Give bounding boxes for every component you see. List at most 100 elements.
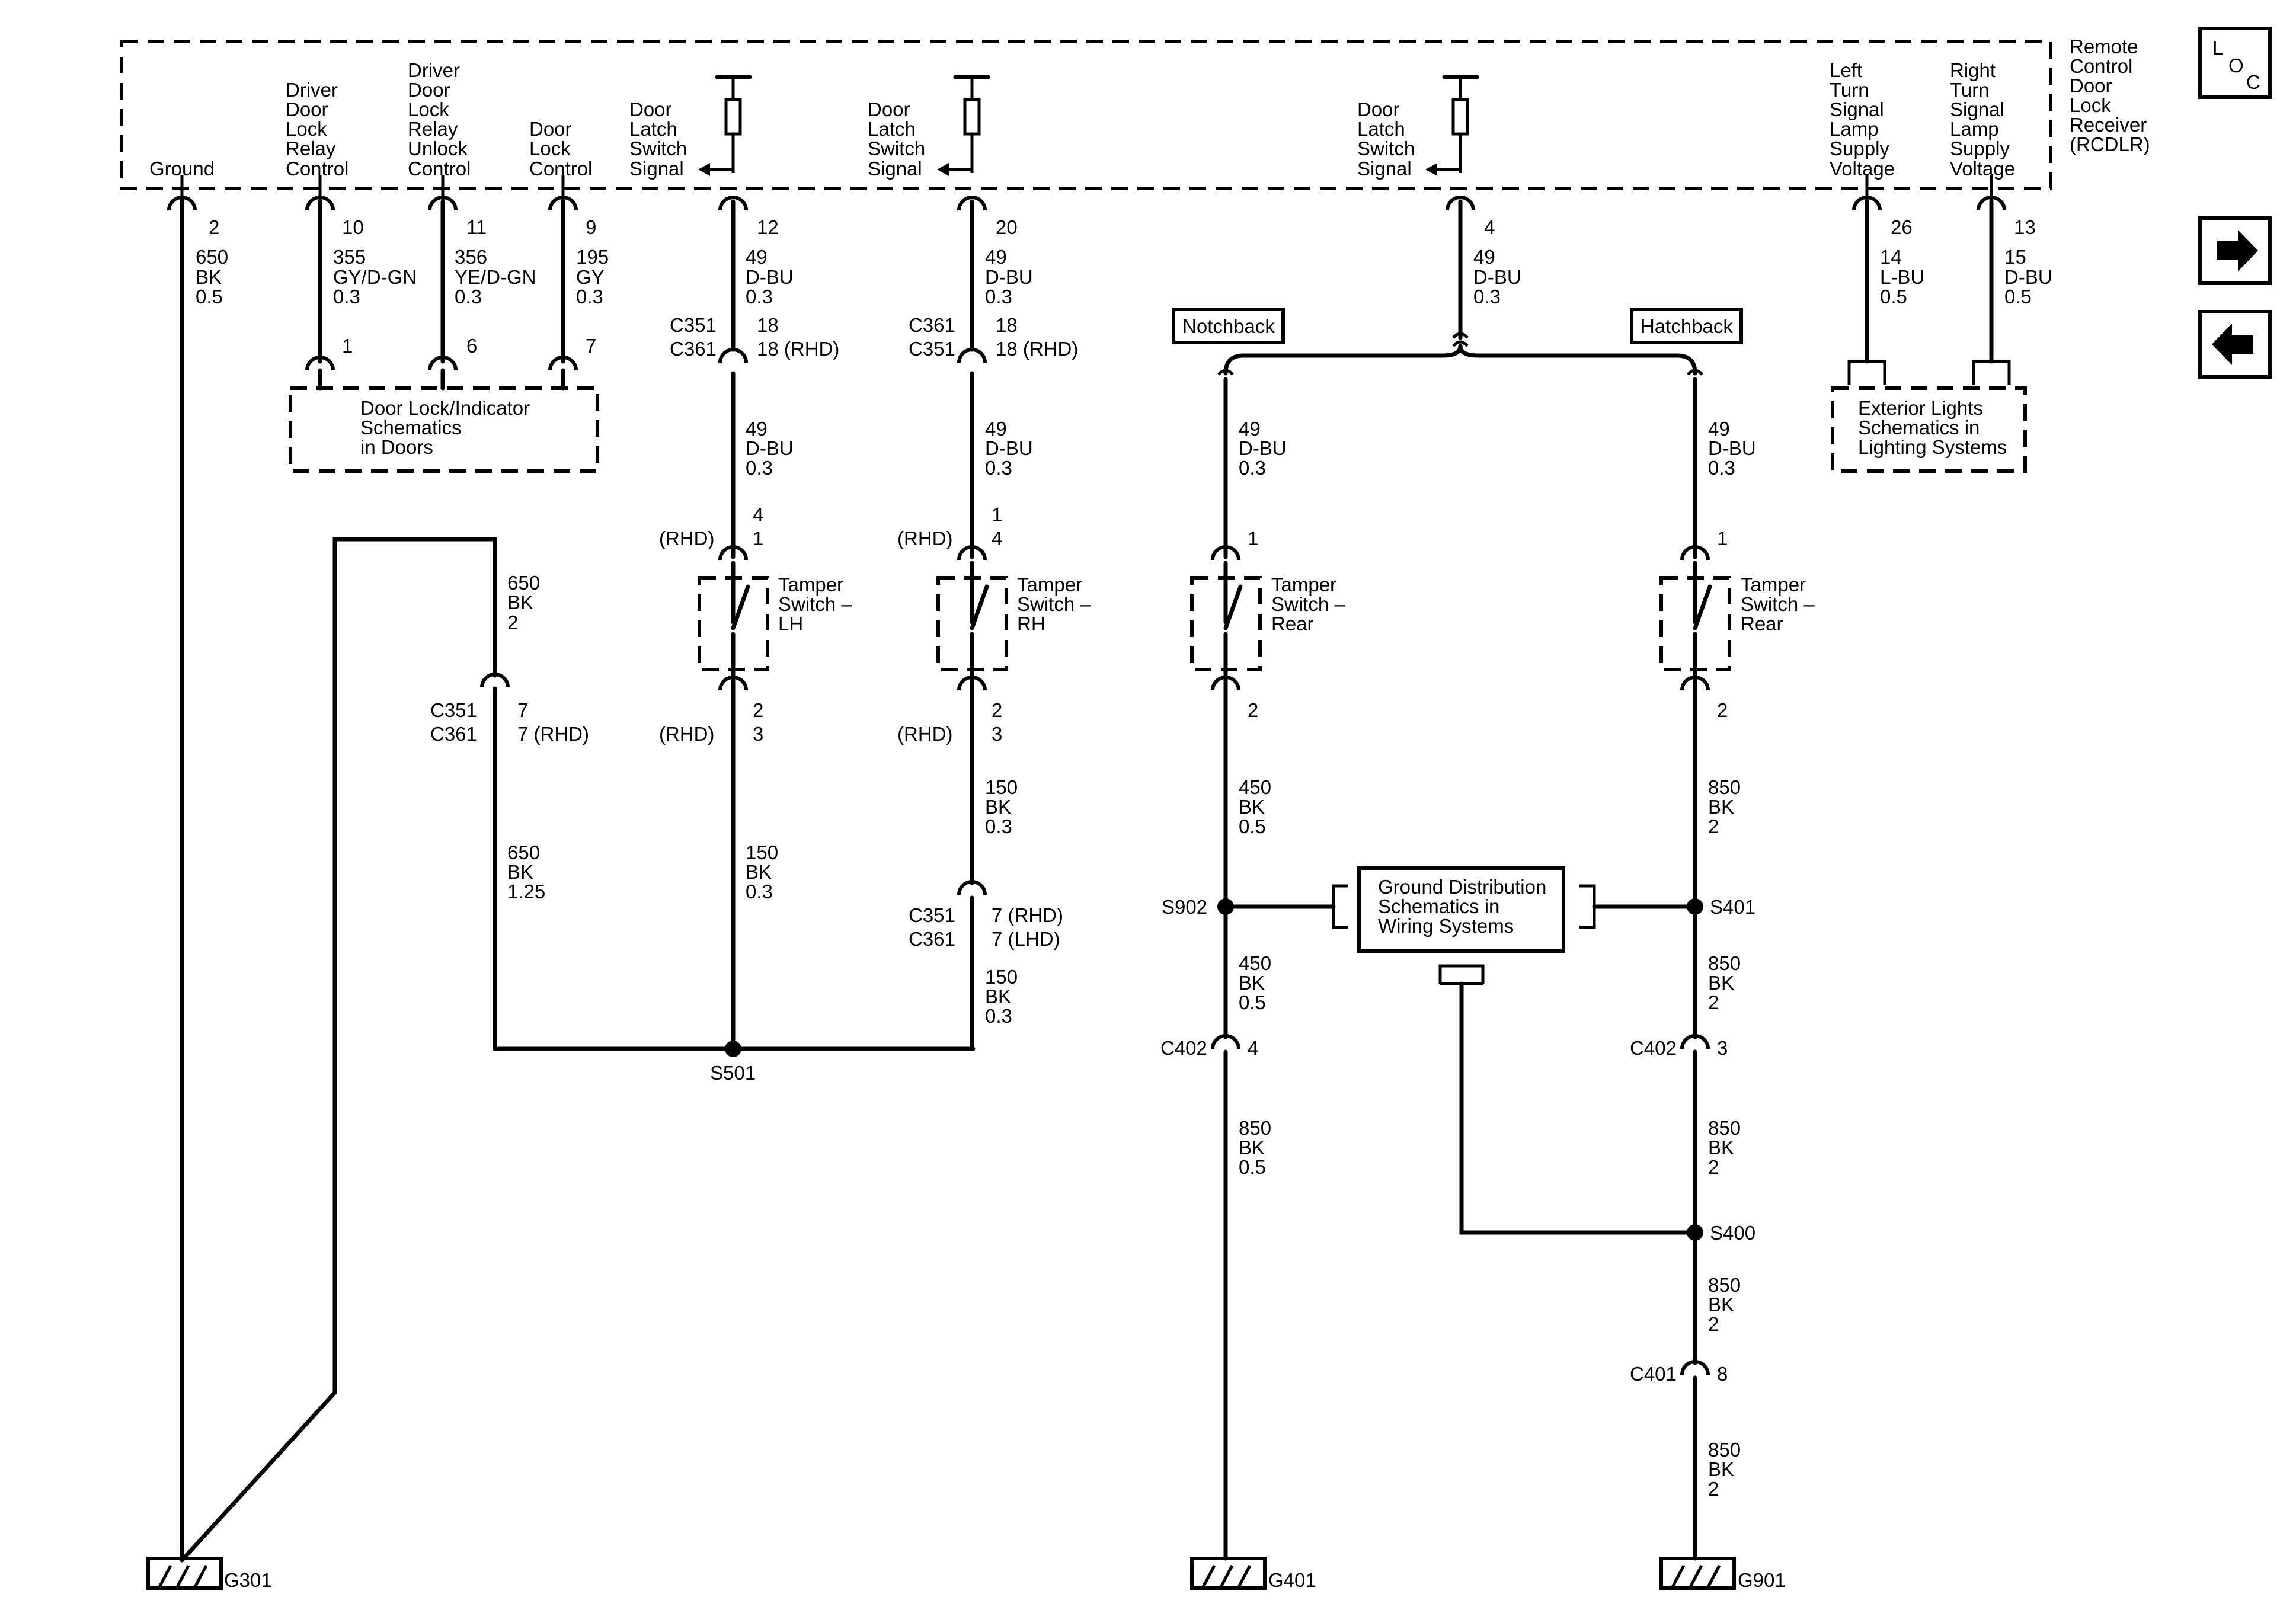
variant-label: (RHD): [659, 527, 714, 549]
module-name: Remote Control Door Lock Receiver (RCDLR…: [2070, 36, 2152, 155]
loc-button[interactable]: L O C: [2198, 27, 2272, 99]
wire-label: 850 BK 2: [1708, 1439, 1746, 1500]
pullup-resistor-rear: [1425, 75, 1479, 176]
pin-number: 2: [1248, 699, 1258, 721]
circuit-tamper-rh: 20 49 D-BU 0.3 C361 C351 18 18 (RHD) 49 …: [897, 197, 1096, 1051]
wire-label: 356 YE/D-GN 0.3: [455, 246, 542, 308]
variant-label: (RHD): [897, 527, 952, 549]
back-button[interactable]: [2198, 310, 2272, 379]
splice-label: S902: [1162, 896, 1207, 918]
connector-label: C402: [1630, 1037, 1677, 1059]
pin-number: 1: [1248, 527, 1258, 549]
wire-label: 150 BK 0.3: [985, 776, 1023, 837]
pin-label-latch-lh: Door Latch Switch Signal: [629, 98, 692, 180]
pin-number: 18 (RHD): [757, 338, 839, 360]
pin-label-relay-control: Driver Door Lock Relay Control: [286, 79, 348, 180]
wire-label: 14 L-BU 0.5: [1880, 246, 1930, 308]
wire-label: 650 BK 2: [507, 572, 545, 633]
rcdlr-module: Remote Control Door Lock Receiver (RCDLR…: [120, 36, 2152, 201]
pin-number: 4: [1248, 1037, 1258, 1059]
pin-label-latch-rear: Door Latch Switch Signal: [1357, 98, 1420, 180]
wire-label: 355 GY/D-GN 0.3: [333, 246, 422, 308]
exterior-lights-reference: Exterior Lights Schematics in Lighting S…: [1858, 397, 2007, 458]
splice-label: S400: [1710, 1222, 1755, 1244]
pin-number: 7 (RHD): [517, 723, 589, 745]
connector-label: C361: [670, 338, 717, 360]
branch-notchback: 49 D-BU 0.3 1 Tamper Switch – Rear 2 450…: [1160, 377, 1351, 1591]
tamper-label: Tamper Switch – RH: [1017, 574, 1096, 635]
circuit-door-lock: 10 11 9 355 GY/D-GN 0.3 356 YE/D-GN 0.3 …: [289, 197, 609, 473]
pin-number: 6: [466, 335, 477, 357]
pin-number: 26: [1891, 216, 1913, 238]
pin-number: 7: [517, 699, 528, 721]
wire-label: 49 D-BU 0.3: [746, 246, 799, 308]
wire-label: 150 BK 0.3: [985, 966, 1023, 1027]
tamper-label: Tamper Switch – Rear: [1741, 574, 1820, 635]
pin-number: 13: [2014, 216, 2036, 238]
ground-distribution-reference: Ground Distribution Schematics in Wiring…: [1325, 866, 1596, 985]
pin-number: 7 (RHD): [992, 904, 1063, 926]
pin-label-left-turn: Left Turn Signal Lamp Supply Voltage: [1830, 59, 1895, 180]
forward-button[interactable]: [2198, 216, 2272, 285]
pin-number: 4: [753, 504, 763, 526]
pin-number: 12: [757, 216, 779, 238]
connector-label: C361: [430, 723, 477, 745]
pin-label-relay-unlock: Driver Door Lock Relay Unlock Control: [408, 59, 473, 180]
splice-s501: [725, 1041, 741, 1057]
ground-symbol-g401: [1190, 1557, 1267, 1590]
pin-number: 9: [586, 216, 596, 238]
pin-number: 18: [996, 314, 1018, 336]
circuit-rear-latch: 4 49 D-BU 0.3 Notchback Hatchback: [1172, 197, 1743, 376]
tamper-label: Tamper Switch – Rear: [1271, 574, 1351, 635]
wire-label: 49 D-BU 0.3: [1239, 418, 1292, 479]
pin-label-right-turn: Right Turn Signal Lamp Supply Voltage: [1950, 59, 2015, 180]
variant-label: (RHD): [659, 723, 714, 745]
ground-label: G401: [1268, 1569, 1316, 1591]
wire-label: 49 D-BU 0.3: [1473, 246, 1527, 308]
pin-number: 4: [992, 527, 1002, 549]
wire-label: 850 BK 2: [1708, 1274, 1746, 1335]
pin-number: 10: [342, 216, 364, 238]
wire-label: 850 BK 2: [1708, 952, 1746, 1013]
connector-label: C361: [909, 928, 955, 950]
connector-label: C401: [1630, 1363, 1677, 1385]
option-hatchback: Hatchback: [1641, 315, 1733, 337]
wire-label: 15 D-BU 0.5: [2004, 246, 2058, 308]
pin-number: 3: [753, 723, 763, 745]
pin-number: 3: [992, 723, 1002, 745]
pin-number: 1: [342, 335, 353, 357]
connector-label: C402: [1160, 1037, 1207, 1059]
pin-number: 1: [753, 527, 763, 549]
circuit-ground: 2 650 BK 0.5 G301: [146, 197, 272, 1591]
signal-arrow-icon: [1425, 163, 1437, 176]
splice-label: S501: [710, 1062, 756, 1084]
connector-label: C361: [909, 314, 955, 336]
branch-hatchback: 49 D-BU 0.3 1 Tamper Switch – Rear 2 850…: [1459, 377, 1820, 1591]
wire-label: 850 BK 2: [1708, 776, 1746, 837]
pin-label-lock-control: Door Lock Control: [529, 118, 592, 180]
connector-label: C351: [670, 314, 717, 336]
wire-label: 650 BK 0.5: [196, 246, 234, 308]
pin-number: 4: [1484, 216, 1495, 238]
tamper-label: Tamper Switch – LH: [778, 574, 858, 635]
wire-label: 850 BK 2: [1708, 1117, 1746, 1178]
wire-label: 49 D-BU 0.3: [985, 246, 1038, 308]
pin-number: 2: [1717, 699, 1728, 721]
connector-label: C351: [909, 904, 955, 926]
splice-label: S401: [1710, 896, 1755, 918]
signal-arrow-icon: [698, 163, 710, 176]
pin-number: 2: [209, 216, 219, 238]
loc-letter-c: C: [2246, 71, 2260, 93]
pin-number: 1: [1717, 527, 1728, 549]
wire-label: 150 BK 0.3: [746, 841, 784, 902]
ground-symbol-g901: [1659, 1557, 1736, 1590]
pullup-resistor-lh: [698, 75, 752, 176]
option-notchback: Notchback: [1182, 315, 1275, 337]
wire-label: 49 D-BU 0.3: [1708, 418, 1761, 479]
pin-number: 2: [992, 699, 1002, 721]
pin-number: 2: [753, 699, 763, 721]
pin-label-latch-rh: Door Latch Switch Signal: [868, 98, 930, 180]
pin-number: 8: [1717, 1363, 1728, 1385]
pin-number: 18 (RHD): [996, 338, 1078, 360]
